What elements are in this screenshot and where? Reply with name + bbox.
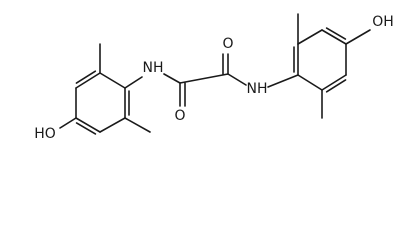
bond-nh-carbonyl-left bbox=[163, 73, 181, 84]
bond-r-ring-3 bbox=[321, 29, 347, 45]
bond-carbonyl-carbonyl bbox=[179, 73, 229, 84]
bond-l-ring-5 bbox=[99, 117, 126, 133]
bond-r-ring-6 bbox=[297, 74, 323, 91]
bond-r-ring-2 bbox=[297, 29, 323, 45]
chemical-structure: O O NH NH HO OH bbox=[34, 13, 394, 142]
bond-l-ring-1 bbox=[99, 72, 126, 89]
atom-label-nh-right: NH bbox=[247, 81, 268, 97]
bond-r-ring-inner-2 bbox=[325, 27, 347, 40]
atom-label-oh-right: OH bbox=[372, 14, 394, 30]
bond-l-ring-inner-2 bbox=[75, 122, 97, 135]
bond-l-methyl-bottom bbox=[124, 117, 151, 133]
atom-label-oh-left: HO bbox=[34, 126, 56, 142]
bond-nh-right-ipso bbox=[267, 74, 299, 88]
bond-l-ring-inner-1 bbox=[75, 70, 97, 84]
bond-carbonyl-nh-right bbox=[227, 73, 247, 86]
bond-layer bbox=[59, 13, 371, 135]
bond-l-ring-4 bbox=[75, 117, 101, 133]
structure-canvas: O O NH NH HO OH bbox=[34, 13, 394, 142]
bond-l-ring-2 bbox=[75, 72, 101, 89]
atom-label-o-carbonyl-left: O bbox=[174, 108, 185, 124]
atom-label-nh-left: NH bbox=[143, 60, 164, 76]
bond-r-ring-inner-3 bbox=[325, 79, 347, 93]
bond-l-ipso-nh bbox=[124, 76, 143, 89]
atom-label-layer: O O NH NH HO OH bbox=[34, 14, 394, 142]
bond-l-hydroxyl bbox=[59, 117, 77, 129]
bond-r-ring-5 bbox=[321, 74, 347, 91]
bond-r-hydroxyl bbox=[345, 29, 371, 45]
atom-label-o-carbonyl-right: O bbox=[222, 36, 233, 52]
